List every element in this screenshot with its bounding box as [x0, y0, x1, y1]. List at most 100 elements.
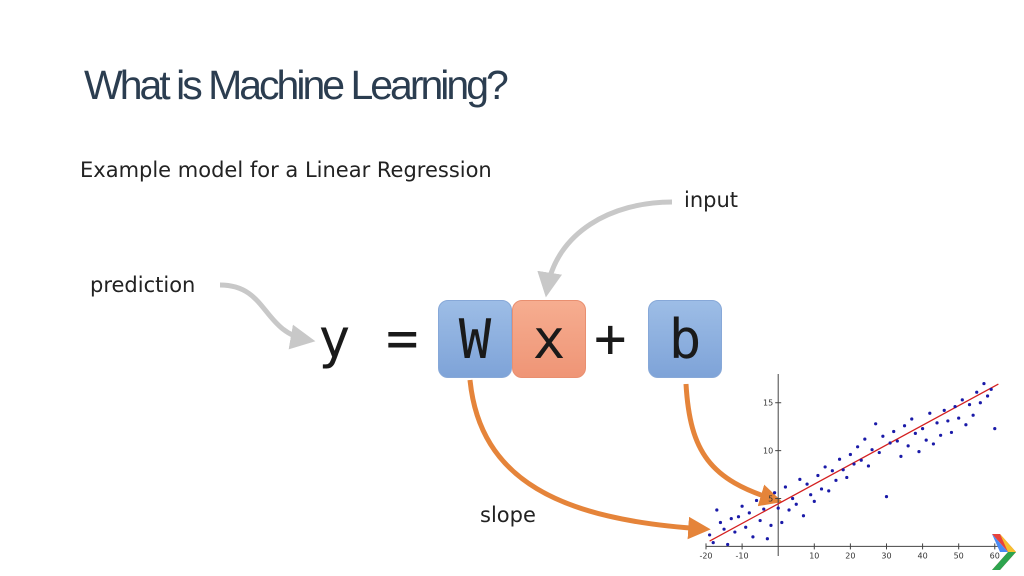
scatter-point — [975, 390, 979, 394]
scatter-point — [765, 537, 769, 541]
scatter-point — [852, 462, 856, 466]
x-tick-label: 40 — [917, 551, 927, 560]
scatter-point — [989, 387, 993, 391]
scatter-point — [848, 452, 852, 457]
equation-equals: = — [386, 307, 419, 370]
scatter-point — [816, 473, 820, 478]
scatter-point — [729, 517, 733, 521]
scatter-point — [924, 438, 928, 442]
scatter-point — [837, 457, 842, 461]
scatter-point — [715, 508, 719, 512]
scatter-point — [736, 515, 741, 519]
scatter-point — [935, 421, 939, 425]
y-tick-label: 15 — [763, 399, 773, 408]
slope-label: slope — [480, 503, 536, 527]
scatter-point — [827, 489, 831, 493]
input-label: input — [684, 188, 739, 212]
x-tick-label: -20 — [699, 551, 712, 560]
scatter-point — [895, 439, 899, 443]
scatter-point — [967, 403, 972, 407]
scatter-point — [920, 427, 925, 431]
slide-subtitle: Example model for a Linear Regression — [80, 158, 492, 182]
scatter-point — [982, 381, 986, 386]
scatter-point — [928, 411, 932, 415]
scatter-point — [985, 394, 990, 398]
slide-title: What is Machine Learning? — [84, 62, 509, 108]
chevron-logo-icon — [992, 534, 1016, 570]
equation-plus: + — [594, 307, 627, 370]
scatter-point — [978, 401, 982, 405]
scatter-point — [812, 499, 816, 503]
scatter-point — [776, 506, 780, 510]
scatter-point — [823, 465, 827, 469]
scatter-point — [939, 433, 943, 437]
scatter-point — [949, 430, 954, 435]
scatter-point — [740, 504, 744, 508]
scatter-point — [841, 468, 845, 472]
scatter-point — [957, 416, 961, 420]
x-tick-label: 50 — [954, 551, 964, 560]
scatter-point — [910, 417, 914, 421]
x-tick-label: -10 — [736, 551, 749, 560]
scatter-point — [845, 475, 849, 480]
scatter-point — [780, 520, 784, 525]
scatter-point — [953, 404, 957, 409]
scatter-point — [772, 491, 777, 495]
scatter-point — [931, 442, 936, 446]
scatter-point — [874, 422, 878, 426]
scatter-point — [856, 445, 860, 449]
scatter-point — [964, 423, 968, 427]
scatter-point — [834, 478, 838, 482]
scatter-point — [881, 434, 885, 438]
scatter-point — [708, 533, 712, 537]
scatter-point — [787, 508, 791, 512]
scatter-point — [758, 518, 762, 523]
intercept-arrow — [683, 383, 783, 507]
y-tick-label: 10 — [763, 447, 773, 456]
scatter-point — [971, 413, 975, 417]
scatter-point — [830, 469, 834, 473]
x-tick-label: 60 — [990, 551, 1000, 560]
input-arrow — [537, 199, 673, 298]
scatter-point — [960, 398, 964, 402]
scatter-point — [917, 449, 921, 454]
scatter-point — [809, 493, 813, 497]
scatter-point — [877, 450, 881, 455]
scatter-point — [913, 431, 917, 435]
scatter-point — [718, 520, 723, 525]
bias-box: b — [648, 300, 722, 378]
x-tick-label: 30 — [881, 551, 891, 560]
scatter-point — [747, 511, 751, 515]
slope-arrow — [467, 379, 711, 540]
scatter-point — [801, 514, 806, 518]
x-tick-label: 10 — [809, 551, 819, 560]
scatter-point — [863, 437, 867, 441]
scatter-point — [751, 535, 755, 539]
scatter-point — [726, 542, 730, 547]
scatter-point — [733, 530, 737, 534]
scatter-point — [859, 458, 863, 462]
scatter-point — [899, 454, 903, 458]
scatter-point — [892, 429, 896, 434]
scatter-point — [906, 444, 910, 448]
scatter-point — [711, 540, 715, 545]
scatter-point — [754, 498, 759, 503]
equation-y: y — [318, 307, 351, 370]
scatter-point — [794, 502, 798, 506]
scatter-point — [722, 527, 726, 531]
scatter-point — [769, 523, 773, 527]
scatter-point — [791, 496, 795, 501]
scatter-point — [866, 464, 871, 468]
scatter-point — [942, 408, 946, 412]
scatter-point — [805, 482, 809, 486]
prediction-label: prediction — [90, 273, 196, 297]
scatter-point — [902, 424, 907, 428]
scatter-point — [783, 485, 788, 489]
scatter-point — [993, 427, 997, 431]
x-tick-label: 20 — [845, 551, 855, 560]
scatter-point — [762, 507, 766, 511]
scatter-point — [798, 477, 802, 481]
